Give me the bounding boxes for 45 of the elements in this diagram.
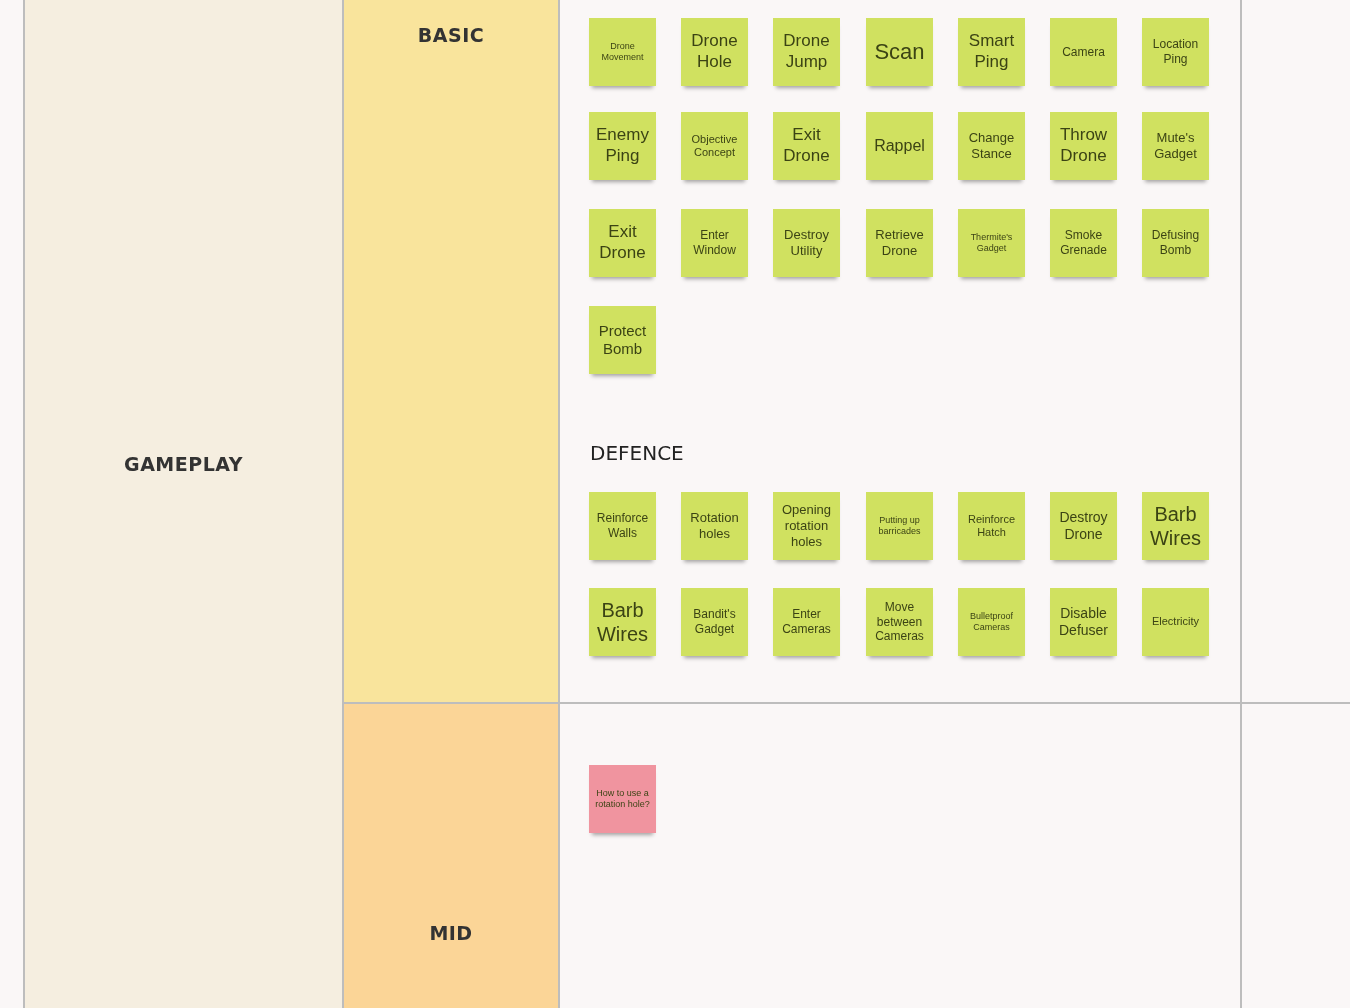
sticky-note: Move between Cameras <box>866 588 933 656</box>
sticky-note: Retrieve Drone <box>866 209 933 277</box>
sticky-note: Defusing Bomb <box>1142 209 1209 277</box>
sticky-note: Throw Drone <box>1050 112 1117 180</box>
sticky-note: Enter Window <box>681 209 748 277</box>
sticky-note: Smoke Grenade <box>1050 209 1117 277</box>
sticky-note: Bandit's Gadget <box>681 588 748 656</box>
sticky-note: Bulletproof Cameras <box>958 588 1025 656</box>
sticky-note: Rappel <box>866 112 933 180</box>
sticky-note: Electricity <box>1142 588 1209 656</box>
sticky-note: Thermite's Gadget <box>958 209 1025 277</box>
row-header-label: GAMEPLAY <box>124 452 243 476</box>
sticky-note: Disable Defuser <box>1050 588 1117 656</box>
sticky-note: Destroy Drone <box>1050 492 1117 560</box>
sticky-note: Drone Jump <box>773 18 840 86</box>
sticky-note: Mute's Gadget <box>1142 112 1209 180</box>
sticky-note: Exit Drone <box>589 209 656 277</box>
board-cell <box>560 0 1242 704</box>
sticky-note: Enter Cameras <box>773 588 840 656</box>
row-header-band <box>344 0 560 704</box>
sticky-note: Change Stance <box>958 112 1025 180</box>
sticky-note: Putting up barricades <box>866 492 933 560</box>
sticky-note: Opening rotation holes <box>773 492 840 560</box>
row-header-band <box>344 704 560 1008</box>
sticky-note: Location Ping <box>1142 18 1209 86</box>
row-header-band <box>23 0 344 1008</box>
row-header-label: BASIC <box>417 23 485 47</box>
sticky-note: Enemy Ping <box>589 112 656 180</box>
sticky-note: Exit Drone <box>773 112 840 180</box>
sticky-note: Barb Wires <box>1142 492 1209 560</box>
sticky-note: Objective Concept <box>681 112 748 180</box>
sticky-note: Barb Wires <box>589 588 656 656</box>
sticky-note: Drone Hole <box>681 18 748 86</box>
sticky-note: Destroy Utility <box>773 209 840 277</box>
sticky-note: Reinforce Walls <box>589 492 656 560</box>
section-heading: DEFENCE <box>590 441 684 465</box>
sticky-note: How to use a rotation hole? <box>589 765 656 833</box>
sticky-note: Smart Ping <box>958 18 1025 86</box>
row-header-label: MID <box>429 921 473 945</box>
sticky-note: Drone Movement <box>589 18 656 86</box>
sticky-note: Reinforce Hatch <box>958 492 1025 560</box>
sticky-note: Protect Bomb <box>589 306 656 374</box>
sticky-note: Camera <box>1050 18 1117 86</box>
sticky-note: Rotation holes <box>681 492 748 560</box>
sticky-note: Scan <box>866 18 933 86</box>
